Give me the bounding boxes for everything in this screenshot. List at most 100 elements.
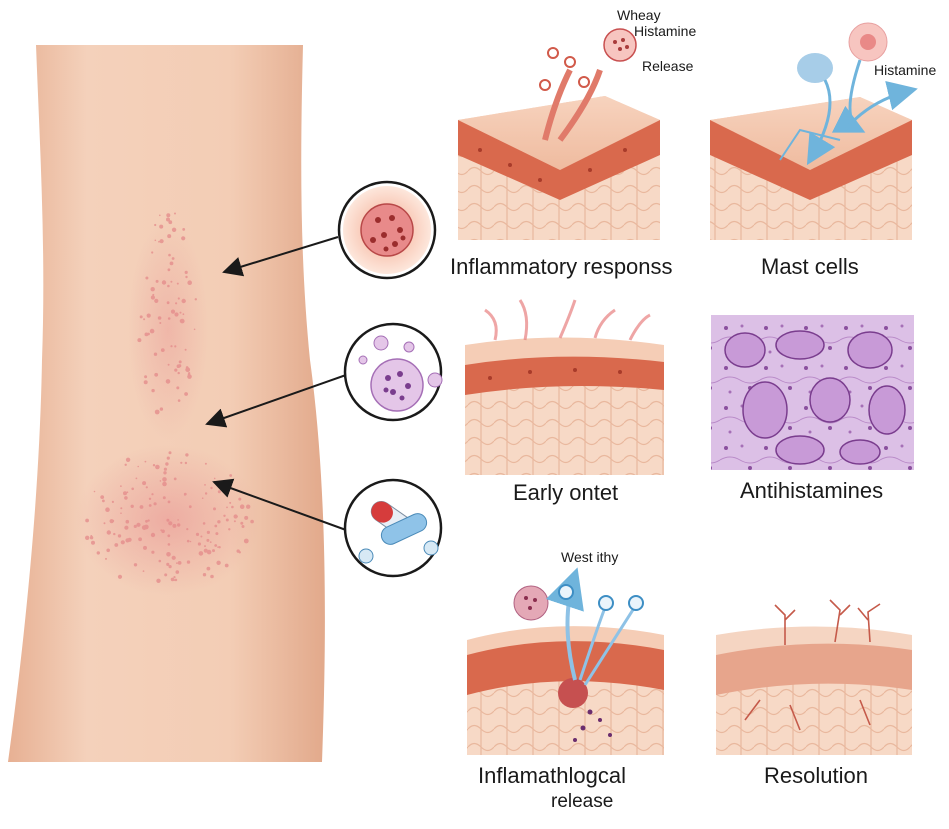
rash-dot (172, 523, 177, 528)
rash-dot (159, 239, 164, 244)
rash-dot (204, 492, 208, 495)
rash-dot (175, 570, 180, 574)
rash-dot (185, 367, 191, 373)
rash-dot (96, 551, 101, 555)
rash-dot (204, 545, 206, 548)
rash-dot (223, 514, 226, 517)
rash-dot (238, 497, 242, 501)
rash-dot (139, 505, 144, 509)
rash-dot (158, 240, 160, 243)
rash-dot (90, 535, 93, 537)
rash-dot (193, 328, 196, 331)
panel-mast-cells-illustration (710, 22, 918, 240)
rash-dot (171, 257, 175, 260)
rash-dot (177, 297, 180, 300)
rash-dot (175, 302, 178, 305)
rash-dot (85, 518, 89, 523)
rash-dot (133, 563, 138, 567)
rash-dot (144, 332, 149, 337)
antihistamine-pill-icon (343, 478, 443, 578)
rash-dot (85, 535, 90, 540)
rash-dot (166, 456, 170, 460)
rash-dot (160, 348, 165, 352)
rash-dot (152, 464, 156, 467)
rash-dot (177, 523, 181, 527)
rash-dot (103, 522, 106, 525)
rash-dot (167, 534, 171, 538)
rash-dot (231, 505, 234, 509)
rash-dot (216, 560, 221, 565)
rash-dot (167, 543, 171, 546)
caption-release: Inflamathlogcal (478, 763, 626, 788)
rash-dot (221, 488, 225, 492)
rash-dot (133, 524, 137, 529)
rash-dot (158, 559, 162, 563)
rash-dot (202, 522, 206, 525)
rash-dot (185, 275, 188, 279)
rash-dot (166, 518, 170, 522)
rash-dot (93, 490, 96, 493)
rash-dot (176, 386, 180, 390)
rash-dot (143, 545, 147, 550)
rash-dot (111, 500, 114, 503)
rash-dot (172, 556, 176, 560)
rash-dot (189, 540, 192, 543)
rash-dot (162, 477, 167, 482)
rash-dot (144, 460, 147, 463)
rash-dot (156, 578, 161, 583)
rash-dot (163, 467, 167, 471)
rash-dot (218, 546, 221, 549)
rash-dot (151, 388, 155, 393)
rash-dot (214, 544, 218, 547)
rash-dot (91, 540, 95, 545)
panel-antihistamines-illustration (711, 315, 914, 470)
rash-dot (143, 318, 146, 321)
rash-dot (154, 409, 160, 415)
rash-dot (168, 451, 172, 455)
rash-dot (154, 239, 157, 242)
rash-dot (167, 363, 170, 366)
rash-dot (125, 457, 131, 462)
rash-dot (170, 577, 175, 582)
rash-dot (182, 313, 185, 316)
rash-dot (168, 253, 171, 257)
rash-dot (164, 573, 168, 577)
annotation-histamine: Histamine (634, 23, 697, 39)
annotation-wheay: Wheay (617, 7, 661, 23)
rash-dot (167, 500, 171, 504)
rash-dot (181, 236, 186, 241)
rash-dot (187, 280, 192, 286)
rash-dot (109, 519, 114, 523)
rash-dot (215, 532, 219, 536)
rash-dot (225, 518, 229, 522)
rash-dot (185, 453, 189, 457)
rash-dot (120, 540, 125, 545)
rash-dot (148, 504, 152, 507)
rash-dot (174, 212, 176, 215)
panel-release-illustration (467, 567, 664, 755)
rash-dot (168, 565, 172, 569)
rash-dot (139, 315, 143, 319)
rash-dot (201, 497, 204, 500)
rash-dot (206, 530, 210, 535)
rash-dot (206, 538, 210, 542)
rash-dot (224, 563, 229, 568)
rash-dot (123, 491, 127, 496)
rash-dot (165, 462, 169, 466)
rash-dot (124, 496, 128, 500)
rash-dot (166, 217, 170, 222)
rash-dot (100, 495, 105, 499)
rash-dot (174, 578, 178, 582)
rash-dot (120, 485, 122, 487)
rash-dot (126, 491, 129, 494)
caption-mast-cells: Mast cells (761, 254, 859, 279)
rash-dot (186, 560, 191, 564)
rash-dot (143, 524, 149, 530)
rash-dot (146, 313, 151, 318)
rash-dot (159, 480, 162, 482)
caption-inflammatory-response: Inflammatory responss (450, 254, 673, 279)
rash-dot (200, 535, 203, 538)
rash-dot (167, 268, 171, 272)
rash-dot (150, 532, 156, 538)
